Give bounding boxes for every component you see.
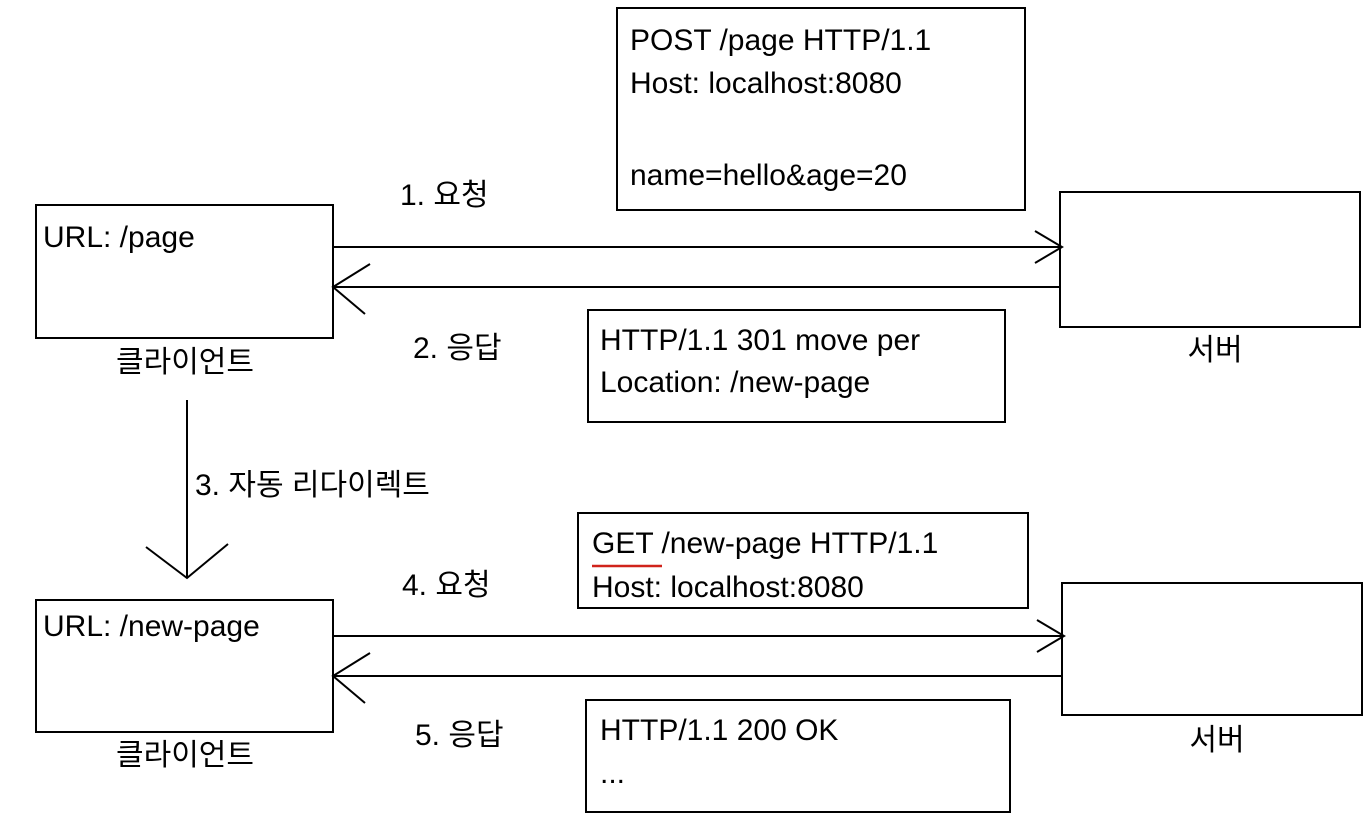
response1-box: HTTP/1.1 301 move per Location: /new-pag… bbox=[587, 309, 1006, 423]
response1-line: Location: /new-page bbox=[600, 366, 870, 399]
client2-url: URL: /new-page bbox=[43, 610, 260, 643]
client2-box: URL: /new-page bbox=[35, 599, 334, 733]
request1-box: POST /page HTTP/1.1 Host: localhost:8080… bbox=[616, 7, 1026, 211]
request2-line: GET /new-page HTTP/1.1 bbox=[592, 527, 938, 560]
client1-url: URL: /page bbox=[43, 221, 195, 254]
request1-line: name=hello&age=20 bbox=[630, 159, 907, 192]
server1-label: 서버 bbox=[1187, 334, 1242, 367]
client1-box: URL: /page bbox=[35, 204, 334, 339]
step1-label: 1. 요청 bbox=[400, 179, 489, 212]
server2-label: 서버 bbox=[1189, 724, 1244, 757]
response2-line: ... bbox=[600, 757, 625, 790]
server2-box bbox=[1061, 582, 1363, 716]
server1-box bbox=[1059, 191, 1361, 328]
request2-method: GET bbox=[592, 527, 653, 560]
client2-label: 클라이언트 bbox=[116, 739, 254, 772]
request2-line: Host: localhost:8080 bbox=[592, 571, 864, 604]
response2-box: HTTP/1.1 200 OK ... bbox=[585, 699, 1011, 813]
step3-label: 3. 자동 리다이렉트 bbox=[195, 469, 430, 502]
request1-line: POST /page HTTP/1.1 bbox=[630, 24, 931, 57]
request1-line: Host: localhost:8080 bbox=[630, 67, 902, 100]
response1-line: HTTP/1.1 301 move per bbox=[600, 324, 920, 357]
request2-path: /new-page HTTP/1.1 bbox=[653, 527, 938, 560]
response1-arrow bbox=[331, 263, 1060, 315]
step5-label: 5. 응답 bbox=[415, 719, 504, 752]
request2-box: GET /new-page HTTP/1.1 Host: localhost:8… bbox=[577, 512, 1029, 609]
response2-arrow bbox=[331, 652, 1062, 704]
step2-label: 2. 응답 bbox=[413, 332, 502, 365]
client1-label: 클라이언트 bbox=[116, 346, 254, 379]
step4-label: 4. 요청 bbox=[402, 569, 491, 602]
redirect-arrow bbox=[145, 400, 229, 580]
request2-arrow bbox=[333, 619, 1066, 653]
response2-line: HTTP/1.1 200 OK bbox=[600, 714, 838, 747]
request1-arrow bbox=[333, 230, 1064, 264]
